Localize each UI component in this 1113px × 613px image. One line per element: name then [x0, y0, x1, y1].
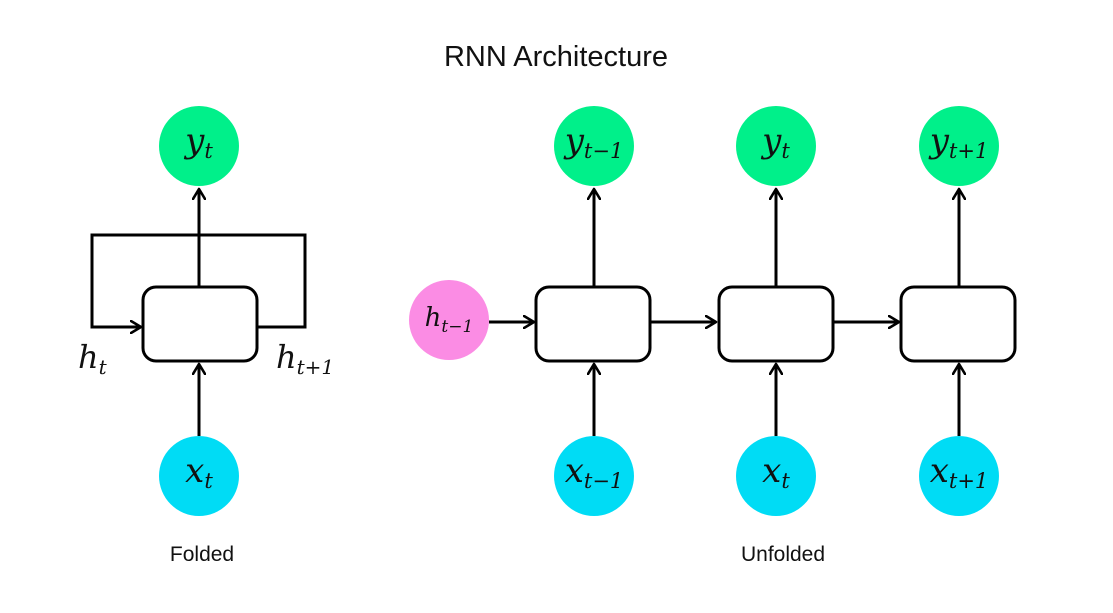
folded-hidden-out-label: ht+1 — [276, 338, 334, 379]
step-1-output-sub: t−1 — [584, 139, 623, 163]
step-1-output-base: y — [563, 121, 585, 161]
initial-hidden-circle — [409, 280, 489, 360]
unfolded-caption: Unfolded — [741, 543, 825, 566]
step-2-output-label: yt — [760, 121, 790, 163]
step-3-output-base: y — [928, 121, 950, 161]
unfolded-step-2: yt xt — [717, 106, 835, 516]
unfolded-rnn: ht−1 yt−1 xt−1 yt — [409, 106, 1017, 566]
output-label-sub: t — [204, 139, 213, 163]
unfolded-step-3: yt+1 xt+1 — [899, 106, 1017, 516]
step-2-output-circle — [736, 106, 816, 186]
step-2-input-sub: t — [781, 469, 790, 493]
initial-hidden-node: ht−1 — [409, 280, 489, 360]
step-1-input-base: x — [565, 451, 584, 491]
step-3-rnn-cell — [899, 285, 1017, 363]
folded-rnn: yt xt ht ht+1 Folded — [78, 106, 334, 566]
folded-rnn-cell — [141, 285, 259, 363]
initial-hidden-label: ht−1 — [425, 303, 474, 337]
hidden-out-base: h — [276, 338, 297, 376]
folded-caption: Folded — [170, 543, 234, 566]
input-label: xt — [185, 451, 213, 493]
step-1-input-circle — [554, 436, 634, 516]
hidden-out-sub: t+1 — [297, 355, 335, 379]
output-circle — [159, 106, 239, 186]
step-3-output-label: yt+1 — [928, 121, 989, 163]
step-1-output-circle — [554, 106, 634, 186]
initial-hidden-base: h — [425, 303, 442, 333]
input-label-base: x — [185, 451, 204, 491]
step-2-input-circle — [736, 436, 816, 516]
step-2-output-sub: t — [781, 139, 790, 163]
input-circle — [159, 436, 239, 516]
folded-hidden-in-label: ht — [78, 338, 108, 379]
initial-hidden-sub: t−1 — [441, 317, 473, 337]
step-2-input-label: xt — [762, 451, 790, 493]
diagram-title: RNN Architecture — [444, 41, 668, 73]
step-3-output-circle — [919, 106, 999, 186]
input-label-sub: t — [204, 469, 213, 493]
hidden-in-sub: t — [99, 355, 108, 379]
step-3-output-sub: t+1 — [949, 139, 988, 163]
step-2-output-base: y — [760, 121, 782, 161]
step-1-input-label: xt−1 — [565, 451, 624, 493]
step-3-input-base: x — [930, 451, 949, 491]
step-3-input-sub: t+1 — [949, 469, 988, 493]
step-1-rnn-cell — [534, 285, 652, 363]
output-label: yt — [183, 121, 213, 163]
step-2-input-base: x — [762, 451, 781, 491]
output-label-base: y — [183, 121, 205, 161]
folded-output-node: yt — [159, 106, 239, 186]
step-1-output-label: yt−1 — [563, 121, 624, 163]
step-3-input-label: xt+1 — [930, 451, 989, 493]
step-1-input-sub: t−1 — [584, 469, 623, 493]
unfolded-step-1: yt−1 xt−1 — [534, 106, 652, 516]
hidden-in-base: h — [78, 338, 99, 376]
step-2-rnn-cell — [717, 285, 835, 363]
step-3-input-circle — [919, 436, 999, 516]
folded-input-node: xt — [159, 436, 239, 516]
